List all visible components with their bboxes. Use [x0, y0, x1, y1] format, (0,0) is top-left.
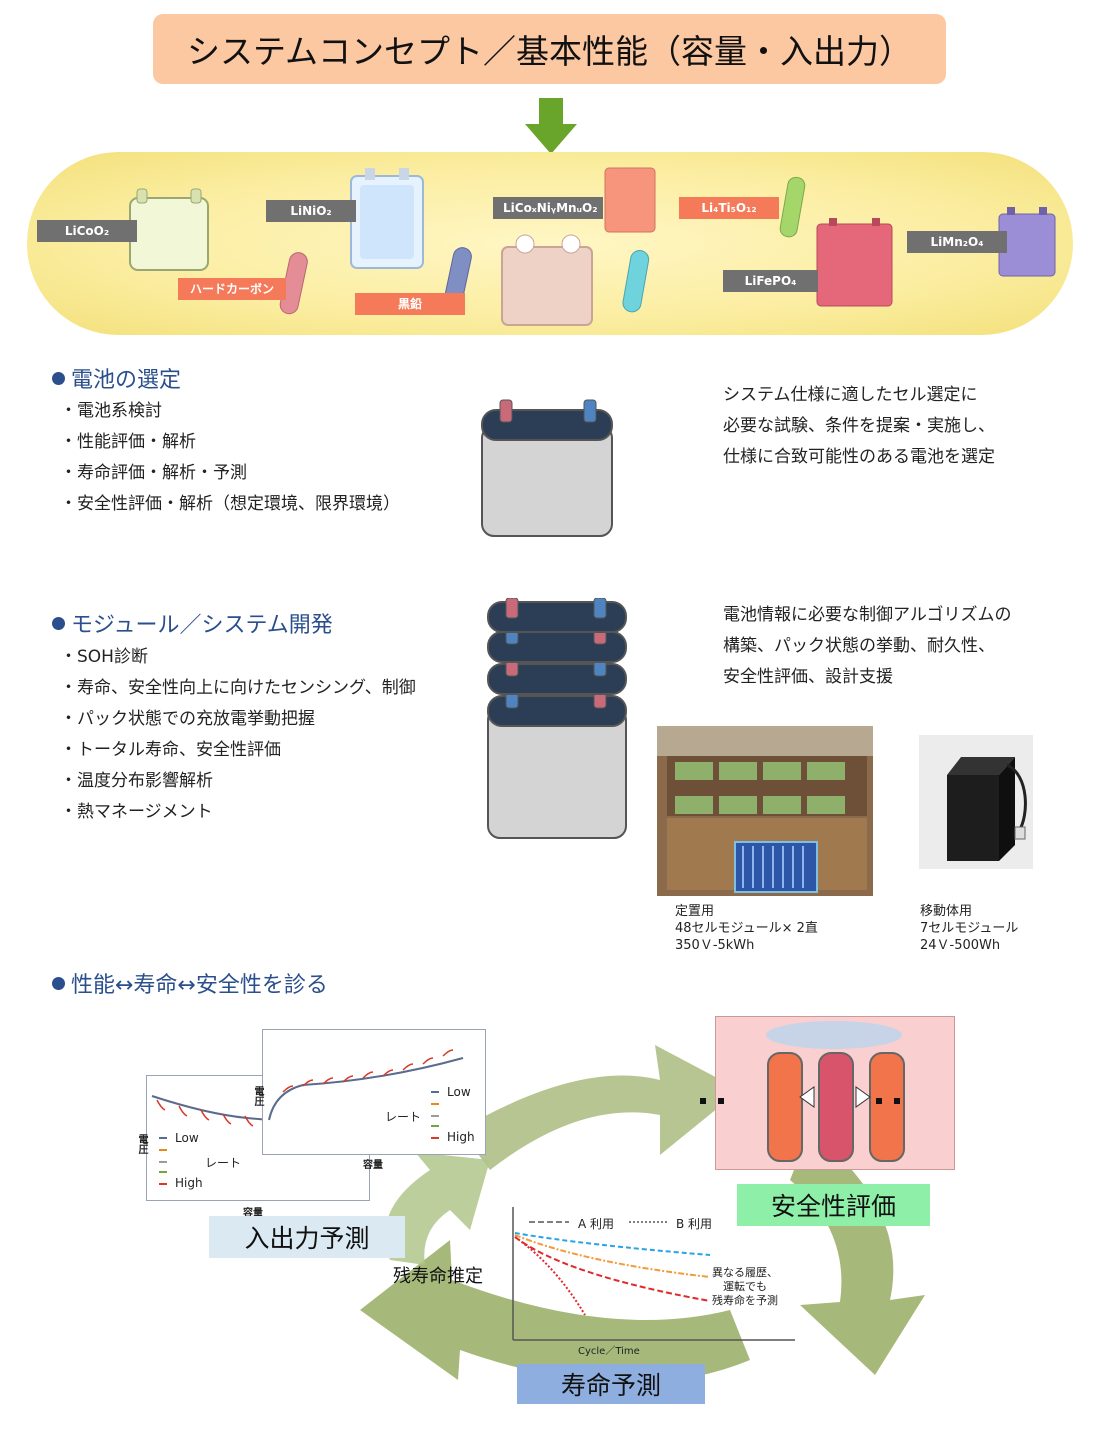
stationary-module-caption: 定置用 48セルモジュール× 2直 350Ｖ-5kWh	[675, 903, 818, 954]
stationary-module-photo	[657, 726, 873, 896]
description-line: 必要な試験、条件を提案・実施し、	[723, 416, 995, 436]
section2-heading-text: モジュール／システム開発	[71, 613, 333, 638]
description-line: 構築、パック状態の挙動、耐久性、	[723, 636, 995, 656]
section-heading-module-system: モジュール／システム開発	[52, 607, 333, 639]
legend-rate: レート	[385, 1110, 422, 1124]
legend-high: High	[447, 1130, 475, 1144]
legend-low: Low	[175, 1131, 199, 1145]
section2-list: ・SOH診断 ・寿命、安全性向上に向けたセンシング、制御 ・パック状態での充放電…	[60, 642, 416, 828]
io-chart-front: 電圧 Low レート High 容量	[252, 1029, 486, 1171]
marker-dot	[894, 1098, 900, 1104]
single-cell-icon	[481, 399, 613, 537]
marker-dot	[700, 1098, 706, 1104]
legend-rate: レート	[205, 1156, 242, 1170]
bullet-icon	[52, 976, 65, 990]
list-item: ・パック状態での充放電挙動把握	[60, 709, 315, 729]
material-label-graphite: 黒鉛	[355, 293, 465, 315]
description-line: システム仕様に適したセル選定に	[723, 385, 978, 405]
down-arrow-icon	[525, 98, 577, 154]
description-line: 安全性評価、設計支援	[723, 667, 893, 687]
ncm-pouch-icon	[604, 167, 656, 233]
mobile-module-caption: 移動体用 7セルモジュール 24Ｖ-500Wh	[920, 903, 1018, 954]
io-prediction-label: 入出力予測	[209, 1216, 405, 1258]
section1-list: ・電池系検討 ・性能評価・解析 ・寿命評価・解析・予測 ・安全性評価・解析（想定…	[60, 396, 400, 520]
life-prediction-graph	[512, 1207, 795, 1341]
axis-label-y: 電圧	[136, 1134, 147, 1154]
linio2-pouch-icon	[350, 168, 424, 269]
lifepo4-cell-icon	[816, 218, 893, 307]
legend-b-usage: B 利用	[676, 1217, 713, 1231]
lto-cylinder-icon	[779, 176, 806, 238]
page-title: システムコンセプト／基本性能（容量・入出力）	[153, 14, 946, 84]
marker-dot	[876, 1098, 882, 1104]
life-chart-xlabel: Cycle／Time	[578, 1346, 640, 1357]
material-label-lifepo4: LiFePO₄	[723, 270, 818, 292]
battery-materials-illustration	[129, 167, 1056, 326]
list-item: ・SOH診断	[60, 647, 148, 667]
section1-heading-text: 電池の選定	[71, 368, 182, 393]
section2-description: 電池情報に必要な制御アルゴリズムの 構築、パック状態の挙動、耐久性、 安全性評価…	[723, 600, 1012, 693]
material-label-licoo2: LiCoO₂	[37, 220, 137, 242]
legend-a-usage: A 利用	[578, 1217, 615, 1231]
list-item: ・温度分布影響解析	[60, 771, 213, 791]
material-label-ncm: LiCoₓNiᵧMnᵤO₂	[493, 197, 603, 219]
life-chart-note: 異なる履歴、 運転でも 残寿命を予測	[712, 1266, 778, 1308]
life-prediction-label: 寿命予測	[517, 1364, 705, 1404]
description-line: 電池情報に必要な制御アルゴリズムの	[723, 605, 1012, 625]
bullet-icon	[52, 616, 65, 630]
material-label-lto: Li₄Ti₅O₁₂	[679, 197, 779, 219]
section-heading-diagnosis: 性能↔寿命↔安全性を診る	[52, 967, 328, 999]
remaining-life-label: 残寿命推定	[393, 1266, 483, 1287]
note-line: 異なる履歴、	[712, 1266, 778, 1279]
note-line: 残寿命を予測	[712, 1294, 778, 1307]
note-line: 運転でも	[723, 1280, 767, 1293]
legend-low: Low	[447, 1085, 471, 1099]
bullet-icon	[52, 371, 65, 385]
mobile-module-photo	[919, 735, 1033, 869]
section3-heading-text: 性能↔寿命↔安全性を診る	[71, 973, 328, 998]
caption-line: 24Ｖ-500Wh	[920, 938, 1001, 953]
list-item: ・安全性評価・解析（想定環境、限界環境）	[60, 494, 400, 514]
limn2o4-pouch-icon	[998, 207, 1056, 277]
caption-line: 定置用	[675, 904, 715, 919]
axis-label-x: 容量	[243, 1208, 263, 1219]
ncm-cell-icon	[501, 234, 593, 326]
section-heading-cell-selection: 電池の選定	[52, 362, 181, 394]
axis-label-y: 電圧	[252, 1086, 263, 1106]
list-item: ・寿命評価・解析・予測	[60, 463, 247, 483]
axis-label-x: 容量	[363, 1160, 383, 1171]
cyan-cylinder-icon	[622, 249, 650, 313]
list-item: ・電池系検討	[60, 401, 162, 421]
list-item: ・寿命、安全性向上に向けたセンシング、制御	[60, 678, 416, 698]
caption-line: 350Ｖ-5kWh	[675, 938, 755, 953]
list-item: ・熱マネージメント	[60, 802, 213, 822]
safety-evaluation-label: 安全性評価	[737, 1184, 930, 1226]
material-label-linio2: LiNiO₂	[266, 200, 356, 222]
caption-line: 移動体用	[920, 904, 973, 919]
list-item: ・性能評価・解析	[60, 432, 196, 452]
caption-line: 48セルモジュール× 2直	[675, 921, 818, 936]
safety-test-illustration	[766, 1021, 905, 1162]
material-label-hard-carbon: ハードカーボン	[178, 278, 286, 300]
description-line: 仕様に合致可能性のある電池を選定	[723, 447, 995, 467]
list-item: ・トータル寿命、安全性評価	[60, 740, 281, 760]
stacked-cells-icon	[487, 598, 627, 839]
safety-evaluation-panel	[715, 1016, 955, 1170]
section1-description: システム仕様に適したセル選定に 必要な試験、条件を提案・実施し、 仕様に合致可能…	[723, 380, 995, 473]
charge-curves-graph	[268, 1049, 464, 1139]
licoo2-cell-icon	[129, 188, 209, 271]
caption-line: 7セルモジュール	[920, 921, 1019, 936]
marker-dot	[718, 1098, 724, 1104]
legend-high: High	[175, 1176, 203, 1190]
material-label-limn2o4: LiMn₂O₄	[907, 231, 1007, 253]
